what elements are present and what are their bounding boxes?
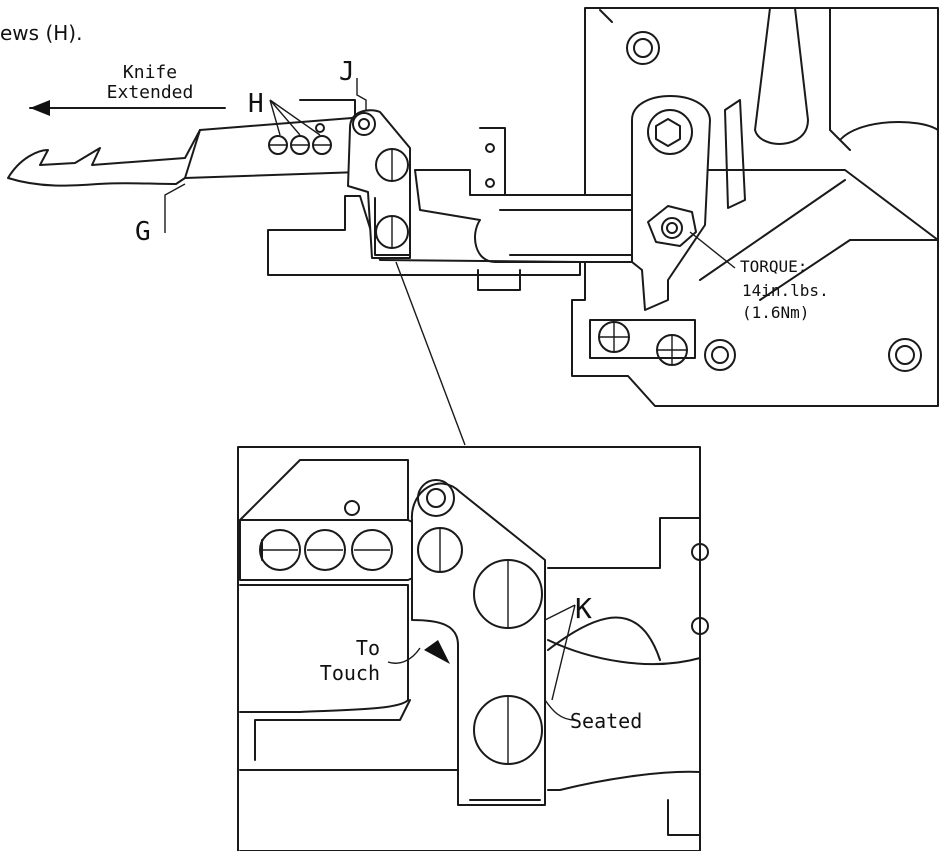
torque-label-line3: (1.6Nm) xyxy=(742,303,809,322)
touch-arrow xyxy=(424,640,450,664)
label-to: To xyxy=(356,636,380,660)
knife xyxy=(7,117,371,187)
label-seated: Seated xyxy=(570,709,642,733)
top-assembly: Knife Extended H J G TORQUE: 14in.lbs. (… xyxy=(7,7,939,446)
mounting-plate xyxy=(571,7,939,407)
detail-inset: To Touch K Seated xyxy=(237,446,709,851)
knife-direction-arrow xyxy=(30,100,50,116)
label-j: J xyxy=(339,57,355,87)
label-g: G xyxy=(135,217,151,247)
torque-label-line2: 14in.lbs. xyxy=(742,281,829,300)
drive-link xyxy=(631,95,711,311)
leaders xyxy=(29,78,736,446)
caption-text: ews (H). xyxy=(0,21,82,45)
torque-label-line1: TORQUE: xyxy=(740,257,807,276)
label-h: H xyxy=(248,89,264,119)
slide-bar xyxy=(414,169,633,291)
label-k: K xyxy=(575,592,592,625)
knife-label-line1: Knife xyxy=(123,62,177,83)
knife-label-line2: Extended xyxy=(107,82,194,103)
label-touch: Touch xyxy=(320,661,380,685)
knife-holder xyxy=(347,109,411,259)
